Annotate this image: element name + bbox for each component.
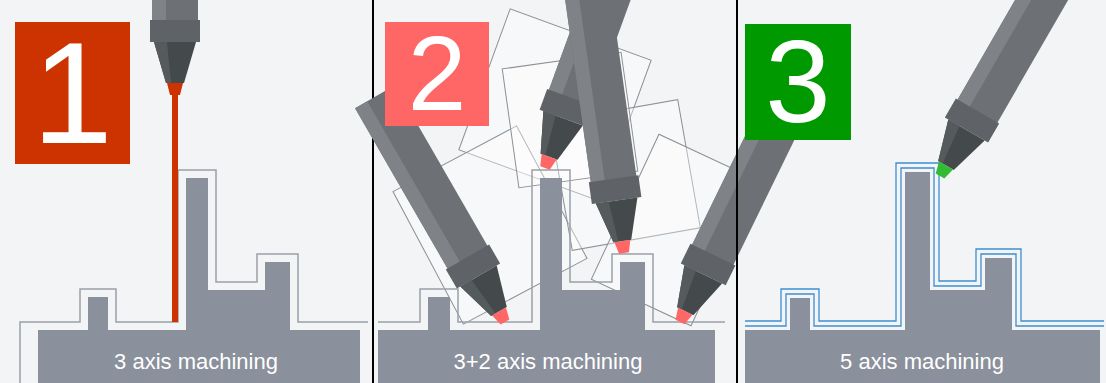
number-square: 2	[385, 22, 489, 126]
step-number: 3	[765, 23, 830, 141]
panel-1	[20, 0, 368, 383]
number-square: 1	[15, 22, 130, 164]
step-number: 2	[408, 21, 467, 126]
caption: 5 axis machining	[840, 350, 1004, 374]
caption: 3 axis machining	[114, 350, 278, 374]
number-square: 3	[745, 24, 851, 140]
caption: 3+2 axis machining	[454, 350, 643, 374]
step-number: 1	[32, 20, 113, 166]
panel-3	[745, 0, 1104, 383]
